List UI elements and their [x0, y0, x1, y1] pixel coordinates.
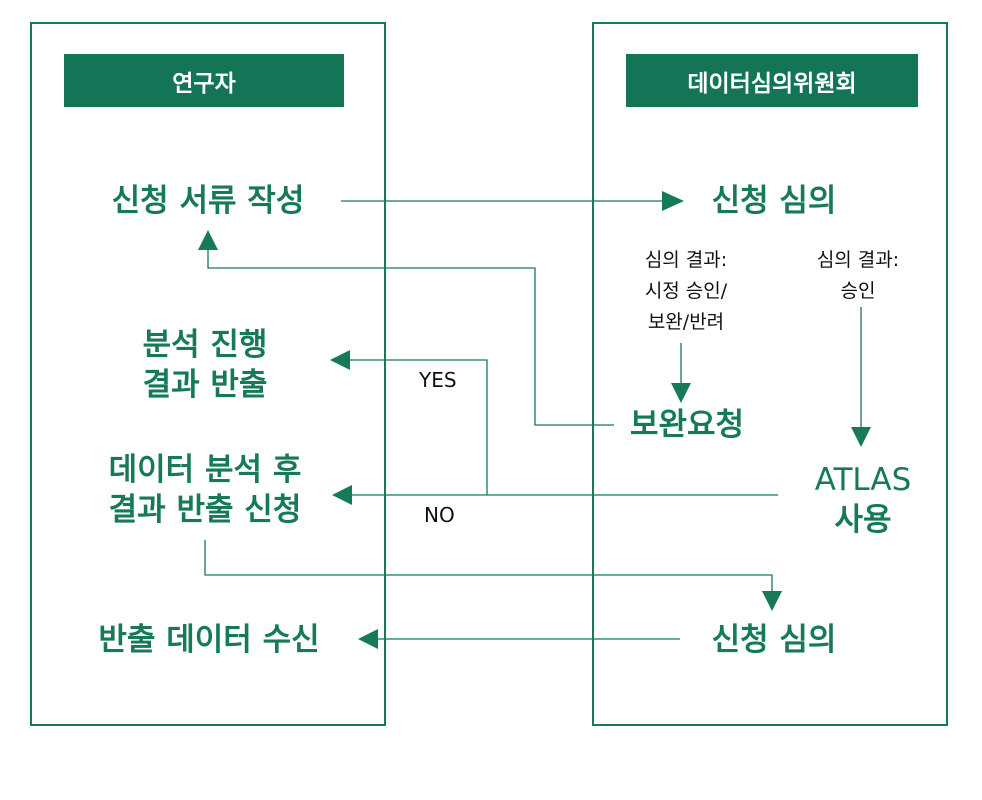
annotation-partial-line3: 보완/반려: [647, 311, 725, 333]
edge-label-yes: YES: [419, 368, 457, 392]
arrow-yes-to-analysis-result: [350, 359, 488, 495]
edge-label-no: NO: [424, 503, 455, 527]
node-supplement-request: 보완요청: [629, 407, 745, 443]
annotation-review-result-partial: 심의 결과: 시정 승인/ 보완/반려: [645, 245, 727, 338]
researcher-header: 연구자: [64, 54, 344, 107]
annotation-review-result-approved: 심의 결과: 승인: [817, 245, 899, 307]
node-receive-exported-data: 반출 데이터 수신: [98, 622, 320, 658]
arrowhead-export-review: [762, 591, 782, 611]
arrowhead-atlas: [851, 427, 871, 447]
node-post-analysis-export-request: 데이터 분석 후 결과 반출 신청: [109, 450, 302, 530]
node-atlas-use: ATLAS 사용: [815, 460, 912, 540]
node-analysis-result-export-line1: 분석 진행: [142, 327, 268, 363]
node-atlas-use-line1: ATLAS: [814, 462, 912, 498]
researcher-panel: [30, 22, 386, 726]
committee-header: 데이터심의위원회: [626, 54, 918, 107]
arrowhead-review: [662, 191, 684, 211]
annotation-approved-line1: 심의 결과:: [816, 249, 900, 271]
node-application-review: 신청 심의: [711, 183, 837, 219]
annotation-partial-line2: 시정 승인/: [644, 280, 728, 302]
arrowhead-application: [198, 230, 218, 250]
annotation-partial-line1: 심의 결과:: [644, 249, 728, 271]
node-atlas-use-line2: 사용: [834, 502, 892, 538]
node-analysis-result-export: 분석 진행 결과 반출: [143, 325, 268, 405]
arrowhead-export-request: [332, 485, 352, 505]
annotation-approved-line2: 승인: [840, 280, 876, 302]
arrowhead-receive: [358, 629, 378, 649]
node-post-analysis-export-request-line1: 데이터 분석 후: [108, 452, 302, 488]
arrow-export-request-to-review: [204, 540, 773, 594]
node-export-review: 신청 심의: [711, 622, 837, 658]
arrow-supplement-to-application: [207, 247, 614, 426]
arrowhead-analysis-result: [330, 350, 350, 370]
committee-panel: [592, 22, 948, 726]
node-post-analysis-export-request-line2: 결과 반출 신청: [108, 492, 302, 528]
arrowhead-supplement: [671, 383, 691, 403]
node-analysis-result-export-line2: 결과 반출: [142, 367, 268, 403]
node-write-application: 신청 서류 작성: [111, 183, 305, 219]
